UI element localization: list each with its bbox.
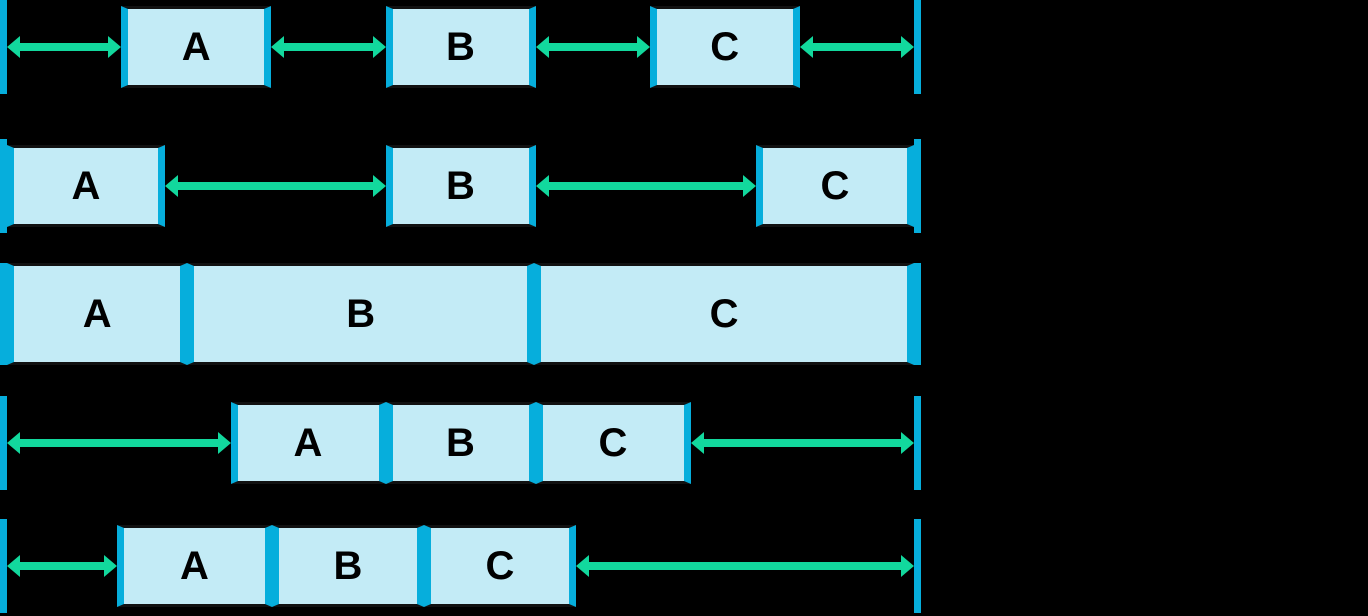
flex-item-b-stretch[interactable]: B	[187, 263, 535, 365]
arrow-head-right-icon	[901, 432, 914, 454]
arrow-shaft	[546, 43, 639, 51]
flex-item-c-flex-start[interactable]: C	[424, 525, 576, 607]
flex-item-a-space-between[interactable]: A	[7, 145, 165, 227]
arrow-head-left-icon	[576, 555, 589, 577]
flex-container-space-around	[0, 0, 921, 94]
arrow-head-right-icon	[636, 36, 650, 58]
flex-item-b-flex-start[interactable]: B	[272, 525, 424, 607]
flex-item-a-flex-start[interactable]: A	[117, 525, 272, 607]
arrow-head-right-icon	[217, 432, 231, 454]
flex-item-label: C	[485, 544, 515, 588]
flex-track-center: A B C	[7, 396, 914, 490]
flex-item-c-space-between[interactable]: C	[756, 145, 914, 227]
flex-item-label: C	[709, 292, 739, 336]
arrow-head-left-icon	[7, 36, 20, 58]
arrow-head-left-icon	[690, 432, 704, 454]
flex-item-b-space-around[interactable]: B	[385, 6, 536, 88]
flex-item-c-stretch[interactable]: C	[534, 263, 914, 365]
flex-item-label: B	[446, 421, 475, 465]
arrow-head-right-icon	[372, 36, 386, 58]
arrow-shaft	[546, 182, 745, 190]
flex-item-label: A	[180, 544, 209, 588]
flex-item-a-center[interactable]: A	[230, 402, 386, 484]
arrow-shaft	[18, 439, 220, 447]
flex-track-space-around: A B C	[7, 0, 914, 94]
arrow-head-left-icon	[7, 555, 20, 577]
flex-item-label: A	[181, 25, 211, 69]
flex-item-c-center[interactable]: C	[535, 402, 691, 484]
demo-row-center: A B C	[0, 396, 921, 490]
flex-item-label: A	[293, 421, 323, 465]
arrow-head-right-icon	[743, 175, 756, 197]
arrow-shaft	[18, 43, 111, 51]
demo-row-flex-start: A B C	[0, 519, 921, 613]
demo-row-stretch: A B C	[0, 263, 921, 365]
flex-item-a-stretch[interactable]: A	[7, 263, 188, 365]
arrow-head-left-icon	[271, 36, 285, 58]
demo-row-space-between: A B C	[0, 139, 921, 233]
flex-item-b-space-between[interactable]: B	[385, 145, 536, 227]
flex-item-label: C	[820, 164, 850, 208]
flex-item-label: B	[446, 25, 475, 69]
arrow-shaft	[176, 182, 375, 190]
arrow-shaft	[18, 562, 106, 570]
flex-track-flex-start: A B C	[7, 519, 914, 613]
flex-item-label: C	[598, 421, 628, 465]
flex-item-b-center[interactable]: B	[385, 402, 536, 484]
flex-container-stretch	[0, 263, 921, 365]
flex-container-center	[0, 396, 921, 490]
flex-item-label: B	[333, 544, 363, 588]
arrow-head-right-icon	[104, 555, 117, 577]
flex-item-label: A	[82, 292, 112, 336]
flex-track-stretch: A B C	[7, 263, 914, 365]
arrow-head-right-icon	[108, 36, 122, 58]
arrow-head-left-icon	[165, 175, 178, 197]
flex-item-label: B	[446, 164, 475, 208]
flex-track-space-between: A B C	[7, 139, 914, 233]
arrow-head-right-icon	[372, 175, 386, 197]
arrow-head-left-icon	[7, 432, 20, 454]
flex-item-label: C	[710, 25, 740, 69]
flex-item-label: A	[71, 164, 101, 208]
arrow-head-right-icon	[901, 555, 914, 577]
arrow-shaft	[810, 43, 903, 51]
flex-item-c-space-around[interactable]: C	[649, 6, 800, 88]
arrow-shaft	[587, 562, 903, 570]
flex-container-space-between	[0, 139, 921, 233]
arrow-head-left-icon	[535, 36, 549, 58]
arrow-shaft	[282, 43, 375, 51]
flex-item-label: B	[346, 292, 376, 336]
arrow-head-left-icon	[535, 175, 549, 197]
demo-row-space-around: A B C	[0, 0, 921, 94]
flex-item-a-space-around[interactable]: A	[121, 6, 272, 88]
arrow-head-left-icon	[799, 36, 813, 58]
flex-container-flex-start	[0, 519, 921, 613]
arrow-shaft	[701, 439, 903, 447]
arrow-head-right-icon	[901, 36, 914, 58]
